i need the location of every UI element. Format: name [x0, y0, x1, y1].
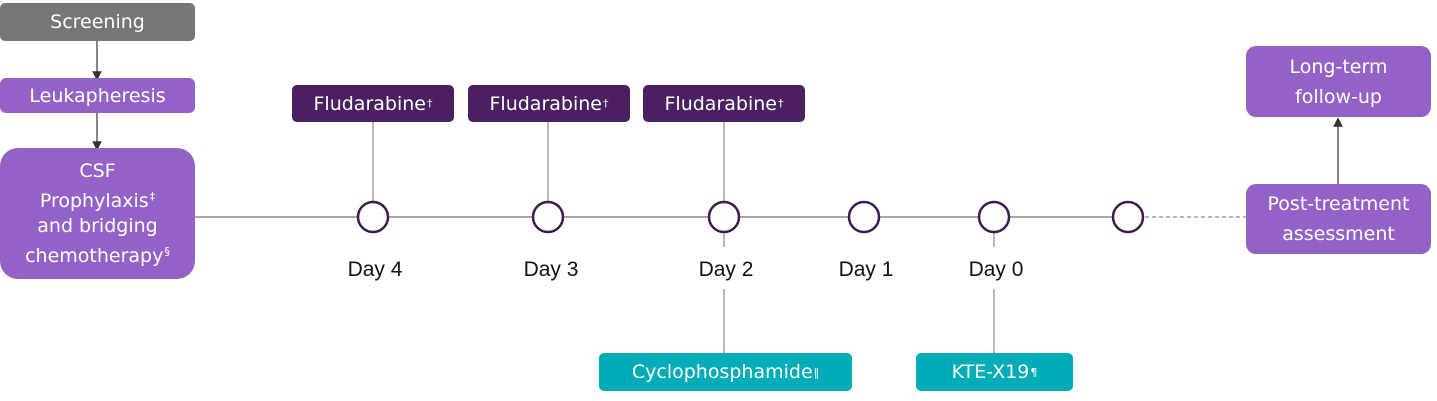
fludarabine-box-day4: Fludarabine†: [292, 85, 454, 122]
day-label-2: Day 2: [698, 258, 754, 281]
bridging-line-1: CSF: [79, 159, 116, 182]
footnote-dagger: †: [426, 97, 433, 110]
footnote-section: §: [164, 244, 170, 258]
leukapheresis-box: Leukapheresis: [0, 78, 195, 113]
screening-label: Screening: [50, 11, 145, 33]
bridging-line-4-text: chemotherapy: [25, 244, 164, 267]
fludarabine-label: Fludarabine: [664, 92, 777, 115]
fludarabine-label: Fludarabine: [313, 92, 426, 115]
timeline-node-day2: [707, 200, 741, 234]
day-label-4: Day 4: [347, 258, 403, 281]
kte-x19-label: KTE-X19: [951, 361, 1030, 383]
fludarabine-box-day3: Fludarabine†: [468, 85, 630, 122]
footnote-pilcrow: ¶: [1030, 365, 1038, 379]
bridging-line-2-text: Prophylaxis: [39, 189, 149, 212]
day-label-0: Day 0: [968, 258, 1024, 281]
bridging-line-2: Prophylaxis‡: [40, 184, 155, 214]
screening-box: Screening: [0, 3, 195, 41]
timeline-node-post: [1111, 200, 1145, 234]
fludarabine-box-day2: Fludarabine†: [643, 85, 805, 122]
follow-up-line-1: Long-term: [1289, 55, 1388, 78]
day-label-3: Day 3: [523, 258, 579, 281]
cyclophosphamide-label: Cyclophosphamide: [631, 361, 813, 383]
post-treatment-assessment-box: Post-treatment assessment: [1246, 184, 1431, 254]
long-term-follow-up-box: Long-term follow-up: [1246, 46, 1431, 117]
kte-x19-box: KTE-X19¶: [916, 353, 1073, 391]
day-label-1: Day 1: [838, 258, 894, 281]
assessment-line-2: assessment: [1282, 223, 1395, 245]
cyclophosphamide-box: Cyclophosphamide‖: [599, 353, 852, 391]
timeline-node-day1: [847, 200, 881, 234]
timeline-node-day3: [531, 200, 565, 234]
bridging-box: CSF Prophylaxis‡ and bridging chemothera…: [0, 148, 195, 279]
timeline-node-day0: [977, 200, 1011, 234]
footnote-parallel: ‖: [813, 365, 820, 379]
fludarabine-label: Fludarabine: [489, 92, 602, 115]
timeline-node-day4: [356, 200, 390, 234]
footnote-dagger: †: [777, 97, 784, 110]
follow-up-line-2: follow-up: [1295, 85, 1382, 108]
assessment-line-1: Post-treatment: [1267, 193, 1410, 215]
bridging-line-3: and bridging: [37, 214, 158, 237]
footnote-dagger: †: [602, 97, 609, 110]
footnote-double-dagger: ‡: [149, 189, 156, 203]
bridging-line-4: chemotherapy§: [25, 239, 170, 269]
leukapheresis-label: Leukapheresis: [29, 84, 166, 107]
